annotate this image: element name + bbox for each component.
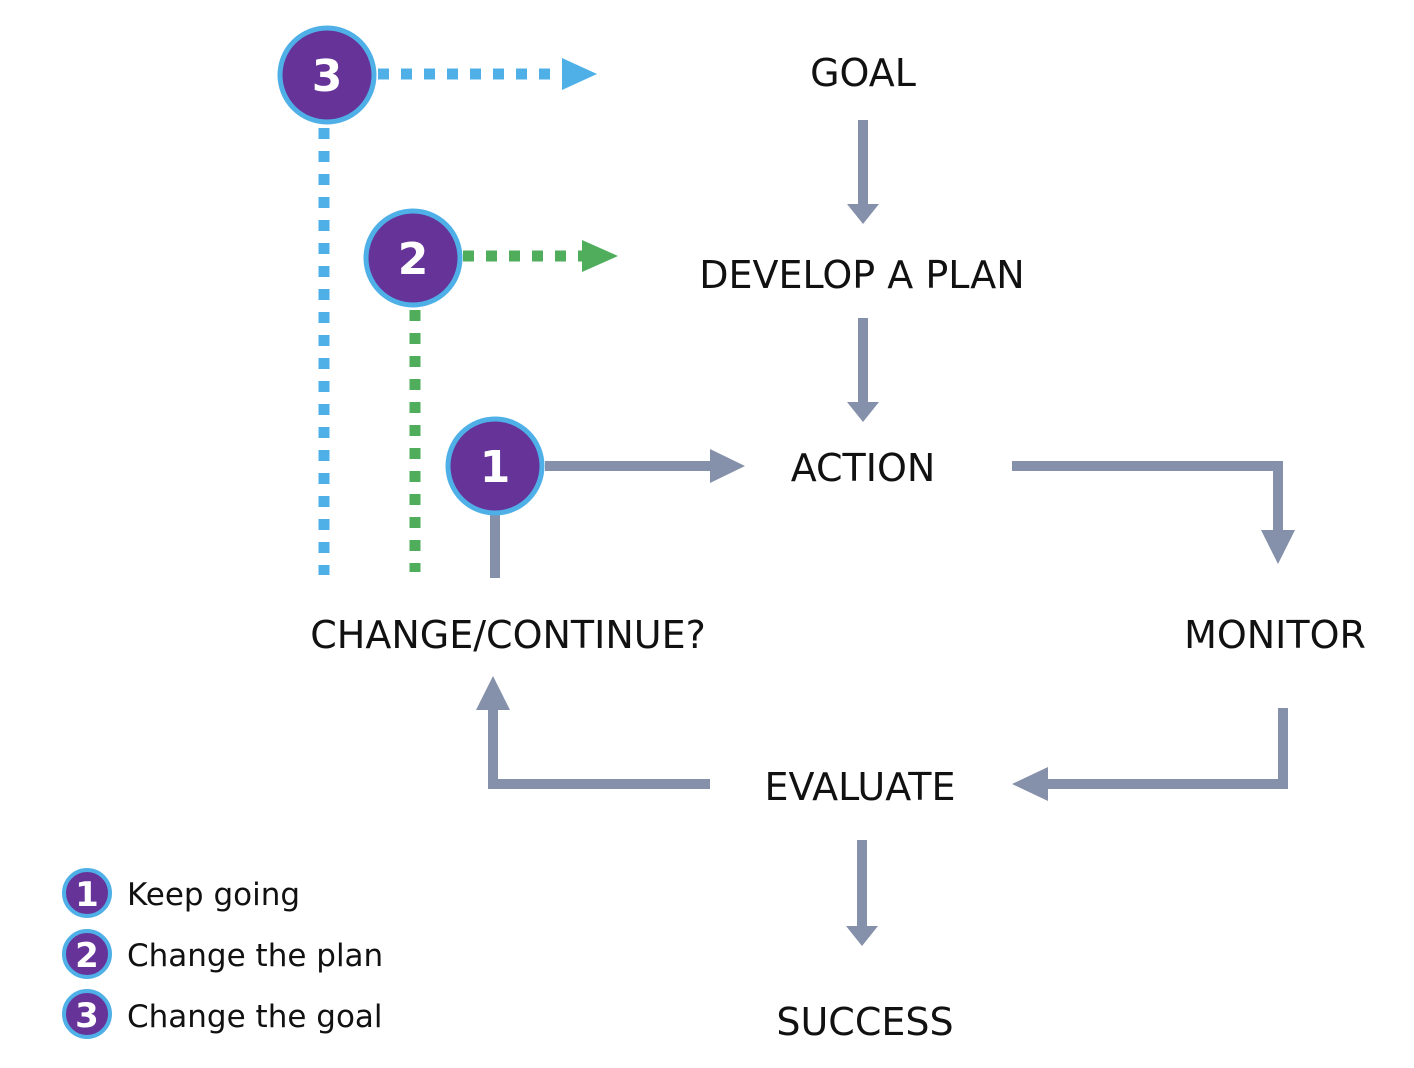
svg-text:Change the goal: Change the goal <box>127 999 383 1035</box>
svg-text:1: 1 <box>480 442 511 493</box>
step-action: ACTION <box>791 446 936 490</box>
arrowhead-icon <box>1261 530 1295 564</box>
arrowhead-icon <box>710 449 745 483</box>
arrow-evaluate-to-change <box>488 708 710 789</box>
marker-1: 1 <box>445 416 545 516</box>
step-evaluate: EVALUATE <box>765 765 956 809</box>
svg-text:3: 3 <box>75 996 99 1036</box>
arrowhead-icon <box>582 240 618 272</box>
legend-item: 2 Change the plan <box>62 929 383 979</box>
arrowhead-icon <box>847 204 879 224</box>
step-monitor: MONITOR <box>1184 613 1366 657</box>
svg-text:Keep going: Keep going <box>127 877 300 913</box>
marker-2: 2 <box>363 208 463 308</box>
arrowhead-icon <box>847 402 879 422</box>
legend-item: 1 Keep going <box>62 868 300 918</box>
arrowhead-icon <box>562 58 597 90</box>
step-success: SUCCESS <box>776 1000 953 1044</box>
step-change-continue: CHANGE/CONTINUE? <box>310 613 706 657</box>
arrowhead-icon <box>846 926 878 946</box>
arrow-monitor-to-evaluate <box>1046 708 1288 789</box>
legend: 1 Keep going 2 Change the plan 3 Change … <box>62 868 383 1039</box>
arrow-action-to-monitor <box>1012 461 1283 532</box>
svg-text:2: 2 <box>75 936 99 976</box>
arrowhead-icon <box>476 676 510 710</box>
legend-item: 3 Change the goal <box>62 989 383 1039</box>
marker-3: 3 <box>277 25 377 125</box>
svg-text:2: 2 <box>398 234 429 285</box>
svg-text:Change the plan: Change the plan <box>127 938 383 974</box>
svg-text:1: 1 <box>75 875 99 915</box>
step-goal: GOAL <box>810 51 916 95</box>
arrowhead-icon <box>1012 767 1048 801</box>
svg-text:3: 3 <box>312 51 343 102</box>
step-develop-plan: DEVELOP A PLAN <box>699 253 1024 297</box>
